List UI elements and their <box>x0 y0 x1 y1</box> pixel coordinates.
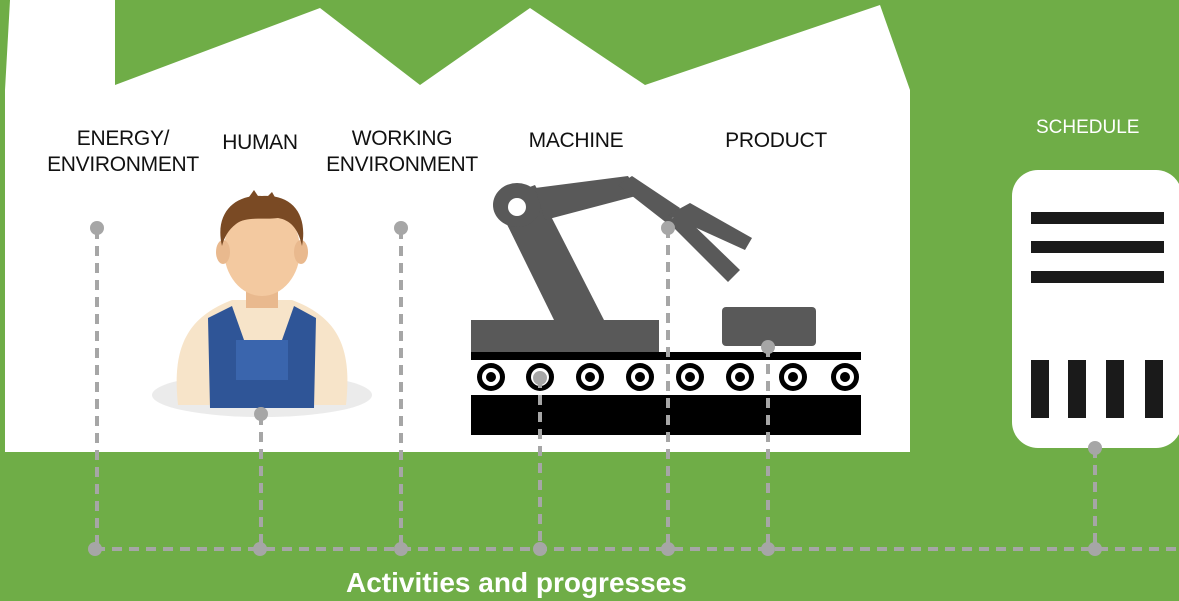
label-working-line1: WORKING <box>351 127 453 150</box>
label-working-line2: ENVIRONMENT <box>326 153 478 176</box>
robot-arm-icon <box>471 176 752 354</box>
label-energy-line1: ENERGY/ <box>76 127 170 150</box>
label-machine: MACHINE <box>516 128 636 154</box>
factory-building <box>5 0 910 452</box>
label-human-text: HUMAN <box>222 131 298 154</box>
label-human: HUMAN <box>210 130 310 156</box>
label-product: PRODUCT <box>712 128 840 154</box>
connector-lines <box>95 228 1179 551</box>
label-energy-line2: ENVIRONMENT <box>47 153 199 176</box>
connector-dots <box>88 221 1102 556</box>
label-schedule: SCHEDULE <box>1036 117 1140 138</box>
product-box-icon <box>722 307 816 346</box>
label-energy-environment: ENERGY/ ENVIRONMENT <box>36 126 210 178</box>
worker-icon <box>152 190 372 417</box>
label-working-environment: WORKING ENVIRONMENT <box>316 126 488 178</box>
label-product-text: PRODUCT <box>725 129 827 152</box>
label-machine-text: MACHINE <box>528 129 624 152</box>
footer-title: Activities and progresses <box>346 567 687 598</box>
schedule-document-icon <box>1012 170 1179 448</box>
